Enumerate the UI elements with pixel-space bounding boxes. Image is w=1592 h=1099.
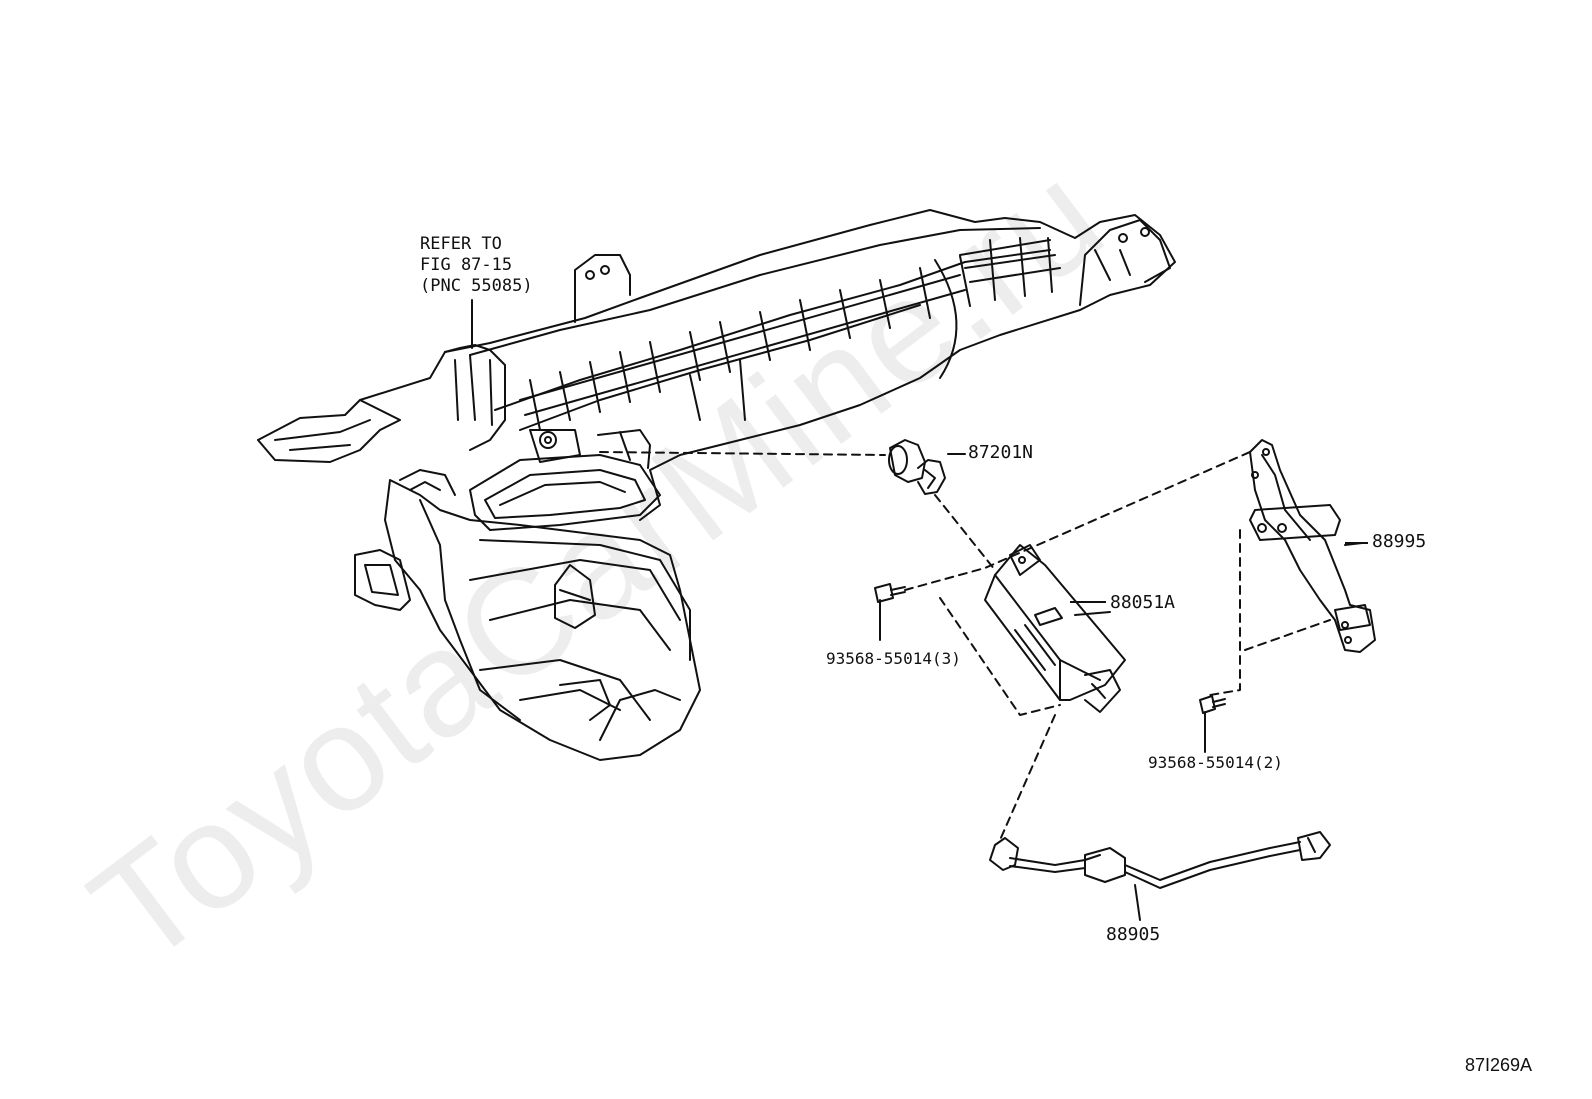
module-88051A xyxy=(984,544,1126,713)
reference-line-3: (PNC 55085) xyxy=(420,276,533,296)
screw-right xyxy=(1199,695,1226,753)
dashed-leader-clip xyxy=(599,451,886,456)
diagram-code: 87I269A xyxy=(1464,1055,1532,1075)
clip-87201N xyxy=(888,439,966,495)
dashed-leader-clip-down xyxy=(934,494,996,571)
duct-assembly xyxy=(257,209,1176,761)
dashed-bracket-screw xyxy=(1209,529,1331,696)
label-screw-left: 93568-55014(3) xyxy=(826,649,961,668)
label-87201N: 87201N xyxy=(968,442,1034,463)
bracket-88995 xyxy=(1249,439,1376,653)
harness-88905 xyxy=(989,831,1331,921)
screw-left xyxy=(874,583,906,641)
label-88995: 88995 xyxy=(1372,531,1427,552)
reference-line-1: REFER TO xyxy=(420,234,502,254)
dashed-leader-screw-left xyxy=(904,451,1251,591)
label-88051A: 88051A xyxy=(1110,592,1176,613)
label-88905: 88905 xyxy=(1106,924,1161,945)
reference-note: REFER TO FIG 87-15 (PNC 55085) xyxy=(420,234,533,297)
label-screw-right: 93568-55014(2) xyxy=(1148,753,1283,772)
reference-line-2: FIG 87-15 xyxy=(420,255,513,275)
dashed-module-outline xyxy=(939,597,1061,716)
dashed-leader-module-wire xyxy=(999,714,1056,841)
